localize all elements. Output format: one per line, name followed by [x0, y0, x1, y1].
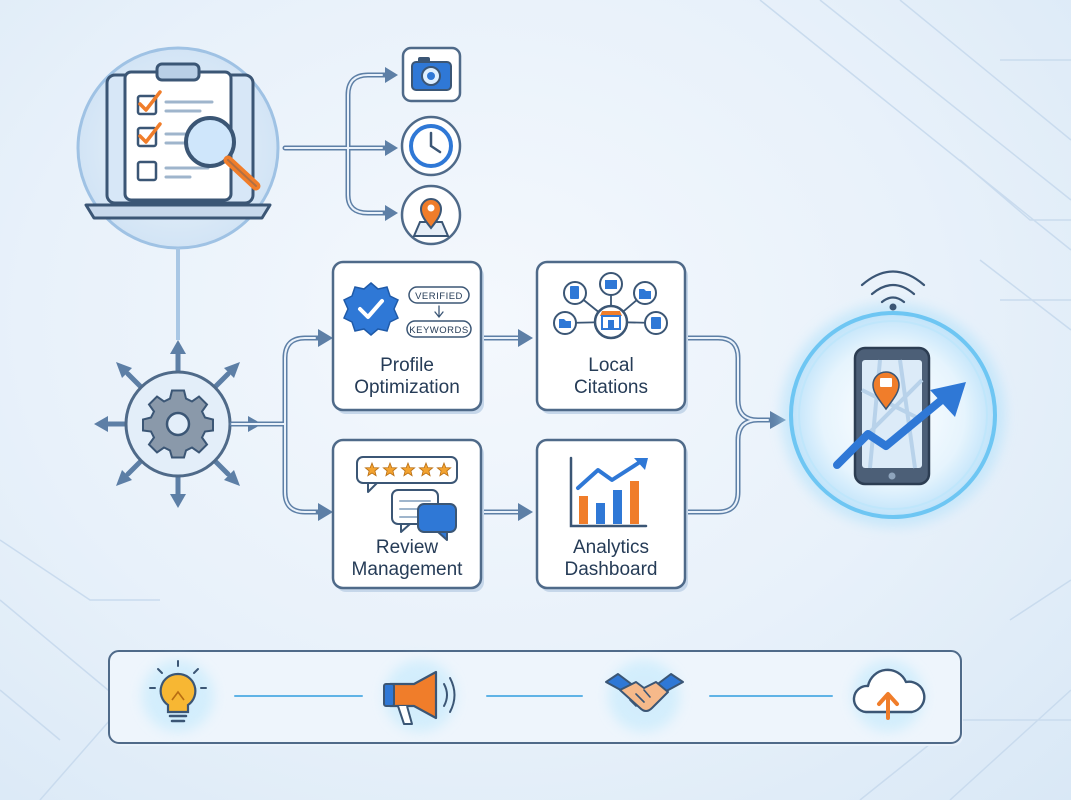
gear-hub-icon [94, 340, 262, 508]
megaphone-icon [383, 670, 456, 725]
review-management-card: Review Management [331, 438, 484, 592]
star-icon [418, 461, 434, 477]
merge-arrows [682, 335, 786, 515]
bar-chart-growth-icon [569, 456, 648, 528]
clipboard-checklist-laptop-icon [84, 62, 272, 220]
lightbulb-icon [149, 660, 207, 723]
profile-title-line2: Optimization [354, 377, 460, 398]
star-icon [382, 461, 398, 477]
audit-node [76, 46, 280, 250]
hub-branch-arrows [229, 329, 333, 521]
analytics-dashboard-card: Analytics Dashboard [535, 438, 688, 592]
cloud-upload-icon [852, 668, 926, 720]
profile-optimization-card: VERIFIED KEYWORDS Profile Optimization [331, 260, 484, 414]
citation-network-icon [553, 272, 668, 340]
analytics-title-line1: Analytics [573, 537, 649, 558]
review-title-line1: Review [376, 537, 439, 558]
handshake-icon [605, 673, 684, 712]
verified-tag-label: VERIFIED [415, 291, 463, 302]
camera-tile [401, 46, 462, 103]
verified-tag: VERIFIED [408, 286, 470, 304]
review-chat-icon [356, 456, 458, 541]
location-tile [400, 184, 462, 246]
citations-title-line2: Citations [574, 377, 648, 398]
profile-title-line1: Profile [380, 355, 434, 376]
keywords-tag: KEYWORDS [406, 320, 472, 338]
camera-icon [411, 57, 452, 91]
star-rating [364, 461, 452, 477]
audit-branch-arrows [282, 67, 398, 221]
bottom-strip [108, 650, 963, 746]
review-title-line2: Management [352, 559, 464, 580]
local-citations-card: Local Citations [535, 260, 688, 414]
result-node [781, 270, 1005, 527]
star-icon [436, 461, 452, 477]
row-arrows [480, 329, 533, 521]
star-icon [400, 461, 416, 477]
citations-title-line1: Local [588, 355, 633, 376]
map-pin-icon [412, 198, 450, 237]
wifi-signal-icon [860, 270, 926, 311]
star-icon [364, 461, 380, 477]
verified-badge-icon [343, 282, 399, 336]
clock-tile [400, 115, 462, 177]
clock-icon [409, 124, 453, 168]
keywords-tag-label: KEYWORDS [409, 325, 468, 336]
smartphone-growth-icon [833, 346, 966, 486]
analytics-title-line2: Dashboard [565, 559, 658, 580]
